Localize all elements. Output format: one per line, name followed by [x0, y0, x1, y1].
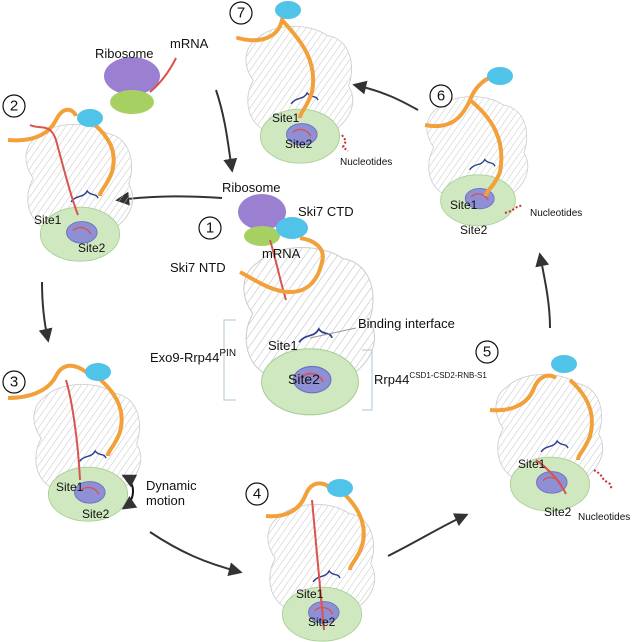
cycle-arrows	[38, 80, 551, 576]
arrow-ribosome-to-step1	[215, 89, 238, 173]
step4-site2: Site2	[308, 615, 336, 629]
label-dynamic: Dynamic	[146, 478, 197, 493]
step-number-1: 1	[206, 220, 214, 237]
label-ski7-ctd: Ski7 CTD	[298, 204, 354, 219]
step7-nucleotides: Nucleotides	[340, 157, 392, 168]
step-3-complex	[7, 363, 142, 522]
step-4-complex	[265, 479, 376, 642]
step-5-complex	[489, 355, 613, 512]
step-number-5: 5	[483, 344, 491, 361]
arrow-step1-to-step2	[115, 191, 223, 206]
label-exo9-base: Exo9-Rrp44	[150, 350, 219, 365]
arrow-step6-to-step7	[352, 80, 419, 111]
label-ribosome-top: Ribosome	[95, 46, 154, 61]
step-6-complex	[424, 67, 529, 227]
step2-site2: Site2	[78, 241, 106, 255]
step3-site2: Site2	[82, 507, 110, 521]
label-ribosome-center: Ribosome	[222, 180, 281, 195]
step7-site1: Site1	[272, 111, 300, 125]
step-2-complex	[7, 107, 134, 262]
step-number-4: 4	[253, 486, 261, 503]
step1-site1: Site1	[268, 338, 298, 353]
label-binding-interface: Binding interface	[358, 316, 455, 331]
label-rrp44-superscript: CSD1-CSD2-RNB-S1	[409, 371, 487, 380]
arrow-step2-to-step3	[38, 281, 53, 343]
step-7-complex	[236, 1, 354, 164]
step7-site2: Site2	[285, 137, 313, 151]
arrow-step5-to-step6	[535, 252, 551, 329]
step5-site2: Site2	[544, 505, 572, 519]
dynamic-motion-arrow	[121, 474, 138, 510]
label-motion: motion	[146, 493, 185, 508]
step2-site1: Site1	[34, 213, 62, 227]
label-mrna-center: mRNA	[262, 246, 301, 261]
step6-site1: Site1	[450, 198, 478, 212]
step-number-2: 2	[10, 98, 18, 115]
step-number-3: 3	[10, 374, 18, 391]
label-rrp44-base: Rrp44	[374, 372, 409, 387]
step6-site2: Site2	[460, 223, 488, 237]
label-exo9: Exo9-Rrp44PIN	[150, 348, 236, 365]
arrow-step4-to-step5	[387, 513, 469, 557]
step5-nucleotides: Nucleotides	[578, 512, 630, 523]
step-number-6: 6	[437, 88, 445, 105]
label-ski7-ntd: Ski7 NTD	[170, 260, 226, 275]
step-number-7: 7	[237, 5, 245, 22]
label-mrna-top: mRNA	[170, 36, 209, 51]
label-exo9-superscript: PIN	[219, 348, 236, 359]
step1-site2: Site2	[288, 371, 320, 387]
label-rrp44: Rrp44CSD1-CSD2-RNB-S1	[374, 371, 487, 387]
free-ribosome	[104, 57, 177, 114]
step5-site1: Site1	[518, 457, 546, 471]
step4-site1: Site1	[296, 587, 324, 601]
step3-site1: Site1	[56, 480, 84, 494]
arrow-step3-to-step4	[149, 531, 243, 576]
step6-nucleotides: Nucleotides	[530, 208, 582, 219]
step-1-complex	[223, 194, 376, 416]
